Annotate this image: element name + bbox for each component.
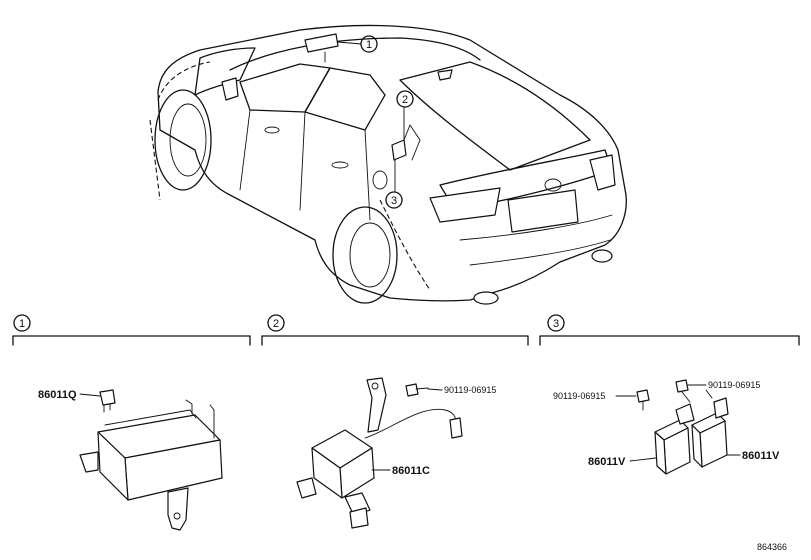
- callout-2: 2: [396, 90, 414, 141]
- svg-text:1: 1: [19, 318, 25, 330]
- label-86011C: 86011C: [392, 465, 430, 477]
- callout-1: 1: [337, 35, 378, 53]
- label-bolt-section3-right: 90119-06915: [708, 380, 760, 390]
- callout-3: 3: [385, 159, 403, 209]
- label-86011Q: 86011Q: [38, 389, 77, 401]
- svg-text:3: 3: [553, 318, 559, 330]
- svg-text:1: 1: [366, 39, 372, 51]
- diagram-code: 864366: [757, 542, 787, 552]
- svg-text:3: 3: [391, 195, 397, 207]
- car-illustration: [149, 24, 627, 305]
- part-86011Q-assembly: [79, 389, 223, 531]
- section-3-header: 3: [539, 314, 800, 346]
- label-86011V-right: 86011V: [742, 450, 780, 462]
- section-1-header: 1: [12, 314, 251, 346]
- leader-86011Q: [79, 393, 101, 397]
- part-86011C-assembly: [296, 377, 463, 529]
- label-bolt-section2: 90119-06915: [444, 385, 496, 395]
- part-86011V-assembly: [636, 379, 729, 475]
- svg-text:2: 2: [402, 94, 408, 106]
- section-2-header: 2: [261, 314, 529, 346]
- leader-86011V-left: [629, 457, 657, 462]
- svg-text:2: 2: [273, 318, 279, 330]
- label-86011V-left: 86011V: [588, 456, 626, 468]
- leader-bolt-section2: [427, 388, 443, 391]
- label-bolt-section3-left: 90119-06915: [553, 391, 605, 401]
